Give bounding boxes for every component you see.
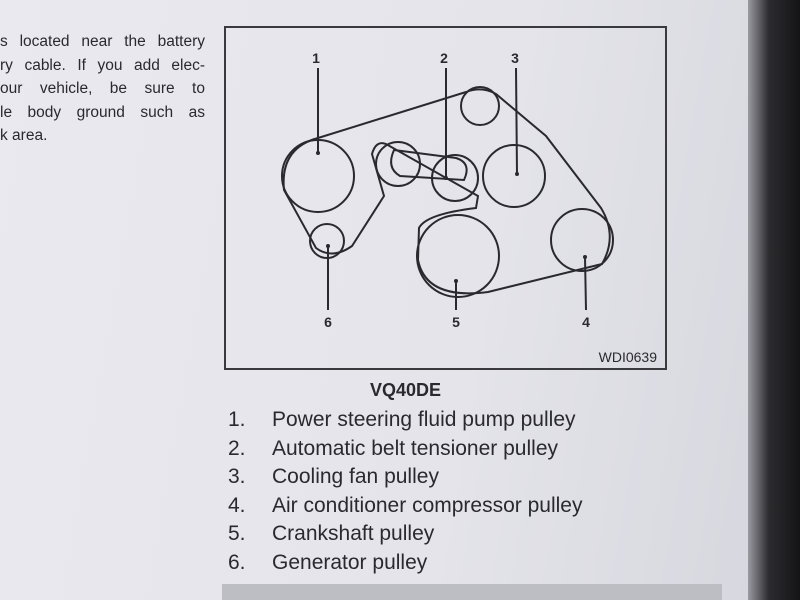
manual-page: s located near the battery ry cable. If … xyxy=(0,0,775,600)
legend-number: 5. xyxy=(228,522,246,546)
legend-number: 2. xyxy=(228,436,246,460)
figure-id-label: WDI0639 xyxy=(598,349,657,365)
body-text-line: le body ground such as xyxy=(0,103,205,121)
legend-text: Automatic belt tensioner pulley xyxy=(272,436,558,460)
callout-label-5: 5 xyxy=(452,314,460,330)
idler-pulley-shape xyxy=(460,86,500,126)
cooling-fan-pulley-shape xyxy=(482,144,546,208)
tensioner-arm-pulley-shape xyxy=(375,141,421,187)
legend-number: 4. xyxy=(228,493,246,517)
legend-text: Cooling fan pulley xyxy=(272,465,439,489)
legend-number: 6. xyxy=(228,550,246,574)
list-item: 5. Crankshaft pulley xyxy=(228,520,582,549)
callout-label-4: 4 xyxy=(582,314,590,330)
crankshaft-pulley-shape xyxy=(416,214,500,298)
drive-belt-path xyxy=(282,88,611,295)
legend-text: Crankshaft pulley xyxy=(272,522,435,546)
ac-compressor-pulley-shape xyxy=(550,208,614,272)
body-text-line: ry cable. If you add elec- xyxy=(0,56,205,74)
legend-text: Air conditioner compressor pulley xyxy=(272,493,583,517)
legend-text: Generator pulley xyxy=(272,550,428,574)
list-item: 4. Air conditioner compressor pulley xyxy=(228,492,582,521)
callout-leader-4 xyxy=(584,256,587,311)
list-item: 2. Automatic belt tensioner pulley xyxy=(228,435,582,464)
callout-label-2: 2 xyxy=(440,50,448,66)
warning-box-top xyxy=(222,584,722,600)
legend-text: Power steering fluid pump pulley xyxy=(272,408,576,432)
body-text-line: our vehicle, be sure to xyxy=(0,80,205,97)
tensioner-arm-shape xyxy=(390,148,468,182)
belt-diagram-drawing xyxy=(281,67,614,311)
legend-number: 3. xyxy=(228,465,246,489)
list-item: 1. Power steering fluid pump pulley xyxy=(228,406,582,435)
callout-label-6: 6 xyxy=(324,314,332,330)
belt-routing-diagram: 1 2 3 4 5 6 WDI0639 xyxy=(224,26,667,370)
figure-caption: VQ40DE xyxy=(370,380,442,400)
body-text-line: k area. xyxy=(0,127,48,144)
callout-label-3: 3 xyxy=(511,50,519,66)
pulley-legend-list: 1. Power steering fluid pump pulley 2. A… xyxy=(228,406,582,577)
legend-number: 1. xyxy=(228,408,246,432)
callout-label-1: 1 xyxy=(312,50,320,66)
page-edge-shadow xyxy=(748,0,800,600)
body-text-line: s located near the battery xyxy=(0,33,205,50)
body-text-column: s located near the battery ry cable. If … xyxy=(0,30,205,148)
callout-leader-3 xyxy=(515,67,518,175)
list-item: 6. Generator pulley xyxy=(228,549,582,578)
list-item: 3. Cooling fan pulley xyxy=(228,463,582,492)
